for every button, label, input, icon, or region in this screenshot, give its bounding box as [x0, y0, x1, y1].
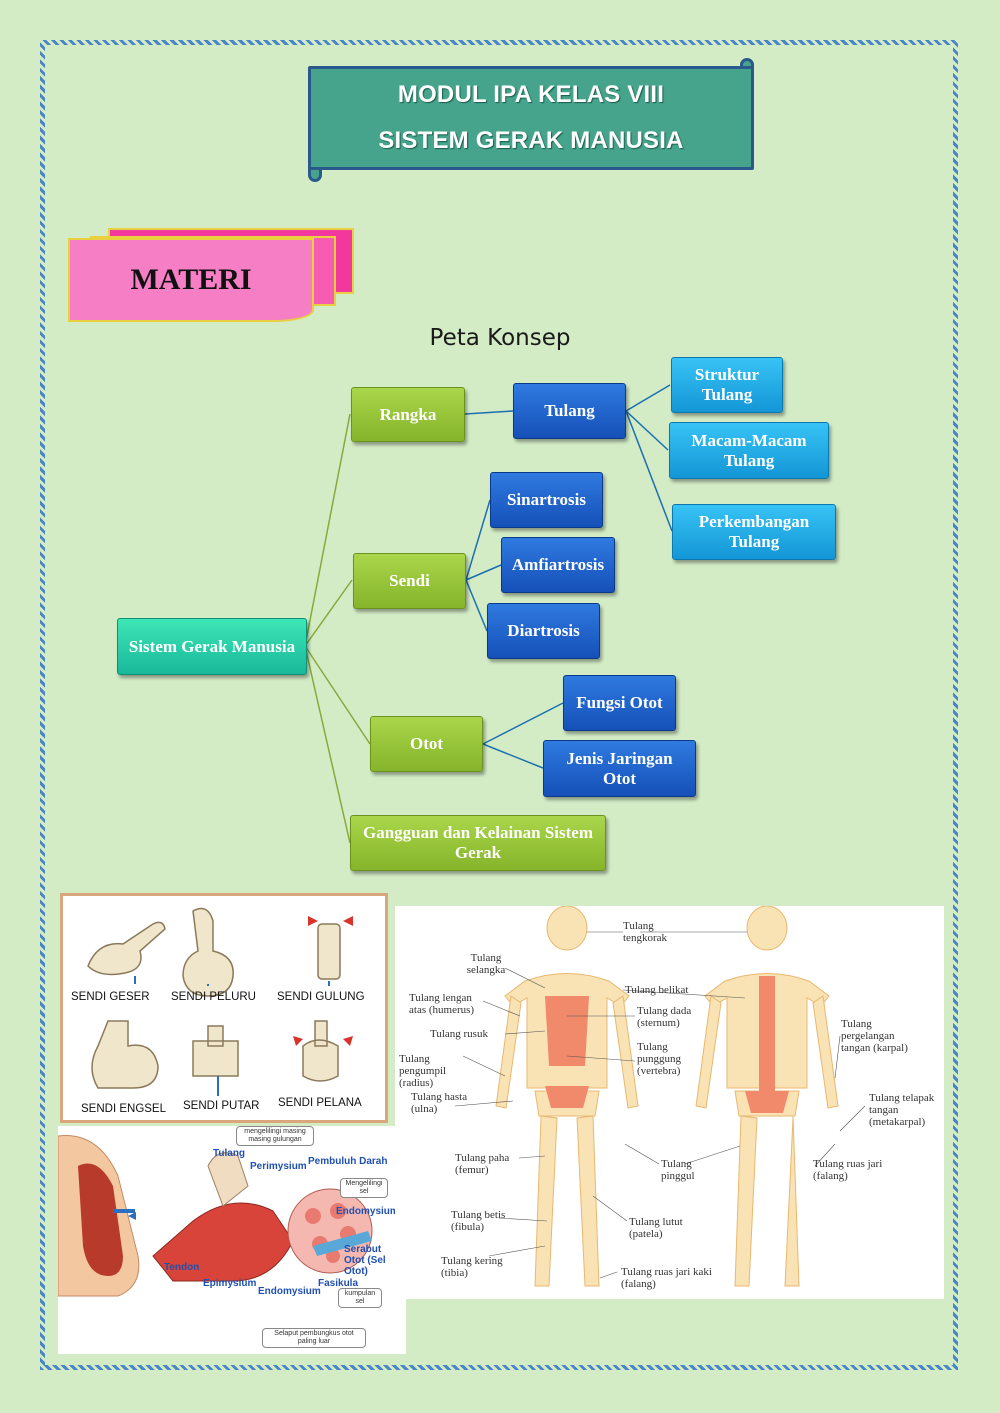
- note-fasikula: kumpulan sel: [338, 1288, 382, 1308]
- label-selangka: Tulang selangka: [466, 952, 506, 976]
- label-serabut-otot: Serabut Otot (Sel Otot): [344, 1244, 386, 1277]
- node-sendi: Sendi: [353, 553, 466, 609]
- label-kering: Tulang kering (tibia): [441, 1255, 503, 1279]
- connector-root-gangguan: [304, 645, 351, 844]
- node-tulang: Tulang: [513, 383, 626, 439]
- joint-illustrations: [87, 907, 353, 1096]
- label-telapak: Tulang telapak tangan (metakarpal): [869, 1092, 935, 1128]
- label-sendi-engsel: SENDI ENGSEL: [81, 1103, 166, 1115]
- node-sistem-gerak-manusia: Sistem Gerak Manusia: [117, 618, 307, 675]
- label-punggung: Tulang punggung (vertebra): [637, 1041, 681, 1077]
- label-sendi-gulung: SENDI GULUNG: [277, 991, 365, 1003]
- title-line-1: MODUL IPA KELAS VIII: [397, 81, 665, 108]
- title-scroll-banner: MODUL IPA KELAS VIII SISTEM GERAK MANUSI…: [308, 66, 754, 170]
- sendi-putar-illustration: [192, 1025, 239, 1077]
- node-diartrosis: Diartrosis: [487, 603, 600, 659]
- connector-tulang-struktur: [625, 384, 671, 412]
- note-perimysium: mengelilingi masing masing gulungan: [236, 1126, 314, 1146]
- label-hasta: Tulang hasta (ulna): [411, 1091, 468, 1115]
- connector-otot-jenis: [482, 743, 544, 769]
- label-sendi-peluru: SENDI PELURU: [171, 991, 256, 1003]
- muscle-structure-figure: Tulang Perimysium Pembuluh Darah Endomys…: [58, 1126, 406, 1354]
- connector-root-sendi: [304, 579, 353, 647]
- label-endomysium-top: Endomysium: [336, 1206, 399, 1217]
- node-macam-macam-tulang: Macam-Macam Tulang: [669, 422, 829, 479]
- connector-root-otot: [304, 645, 371, 745]
- label-pembuluh-darah: Pembuluh Darah: [308, 1156, 388, 1167]
- note-endomysium: Mengelilingi sel: [340, 1178, 388, 1198]
- node-otot: Otot: [370, 716, 483, 772]
- note-epimysium: Selaput pembungkus otot paling luar: [262, 1328, 366, 1348]
- node-fungsi-otot: Fungsi Otot: [563, 675, 676, 731]
- node-rangka: Rangka: [351, 387, 465, 442]
- materi-label: MATERI: [130, 263, 252, 296]
- node-amfiartrosis: Amfiartrosis: [501, 537, 615, 593]
- label-sendi-pelana: SENDI PELANA: [278, 1097, 362, 1109]
- label-dada: Tulang dada (sternum): [637, 1005, 692, 1029]
- label-sendi-putar: SENDI PUTAR: [183, 1100, 260, 1112]
- node-gangguan-kelainan: Gangguan dan Kelainan Sistem Gerak: [350, 815, 606, 871]
- label-pergelangan: Tulang pergelangan tangan (karpal): [841, 1018, 908, 1054]
- node-jenis-jaringan-otot: Jenis Jaringan Otot: [543, 740, 696, 797]
- label-ruas-jari: Tulang ruas jari (falang): [813, 1158, 883, 1182]
- connector-tulang-macam: [625, 410, 669, 451]
- label-endomysium-bottom: Endomysium: [258, 1286, 321, 1297]
- label-rusuk: Tulang rusuk: [430, 1028, 488, 1040]
- sendi-pelana-illustration: [302, 1020, 339, 1082]
- label-epimysium: Epimysium: [203, 1278, 257, 1289]
- materi-tag: MATERI: [68, 238, 314, 322]
- sendi-engsel-illustration: [91, 1020, 159, 1089]
- title-line-2: SISTEM GERAK MANUSIA: [378, 127, 684, 154]
- node-sinartrosis: Sinartrosis: [490, 472, 603, 528]
- label-lutut: Tulang lutut (patela): [629, 1216, 683, 1240]
- label-sendi-geser: SENDI GESER: [71, 991, 150, 1003]
- connector-sendi-sinartrosis: [465, 499, 491, 581]
- concept-map-title: Peta Konsep: [429, 325, 571, 351]
- node-perkembangan-tulang: Perkembangan Tulang: [672, 504, 836, 560]
- connector-sendi-diartrosis: [465, 579, 488, 632]
- label-tendon: Tendon: [164, 1262, 200, 1273]
- skeleton-illustration: [454, 906, 866, 1287]
- connector-otot-fungsi: [482, 702, 564, 745]
- label-paha: Tulang paha (femur): [455, 1152, 510, 1176]
- sendi-geser-illustration: [87, 921, 166, 976]
- label-lengan-atas: Tulang lengan atas (humerus): [409, 992, 475, 1016]
- label-pengumpil: Tulang pengumpil (radius): [399, 1053, 447, 1089]
- label-belikat: Tulang belikat: [625, 984, 689, 996]
- muscle-illustration: [58, 1135, 373, 1297]
- label-betis: Tulang betis (fibula): [451, 1209, 506, 1233]
- concept-map-connectors: [304, 384, 673, 844]
- sendi-peluru-illustration: [182, 907, 234, 997]
- connector-tulang-perkembangan: [625, 410, 673, 532]
- joint-types-figure: SENDI GESER SENDI PELURU SENDI GULUNG SE…: [60, 893, 388, 1123]
- node-struktur-tulang: Struktur Tulang: [671, 357, 783, 413]
- skeleton-figure: Tulang tengkorak Tulang selangka Tulang …: [395, 906, 944, 1299]
- connector-sendi-amfiartrosis: [465, 564, 502, 581]
- label-tulang-muscle: Tulang: [213, 1148, 246, 1159]
- label-pinggul: Tulang pinggul: [661, 1158, 695, 1182]
- connector-root-rangka: [304, 413, 351, 647]
- connector-rangka-tulang: [464, 410, 514, 415]
- sendi-gulung-illustration: [317, 923, 341, 980]
- label-perimysium: Perimysium: [250, 1161, 307, 1172]
- label-tengkorak: Tulang tengkorak: [623, 920, 667, 944]
- label-fasikula: Fasikula: [318, 1278, 359, 1289]
- label-ruas-jari-kaki: Tulang ruas jari kaki (falang): [621, 1266, 712, 1290]
